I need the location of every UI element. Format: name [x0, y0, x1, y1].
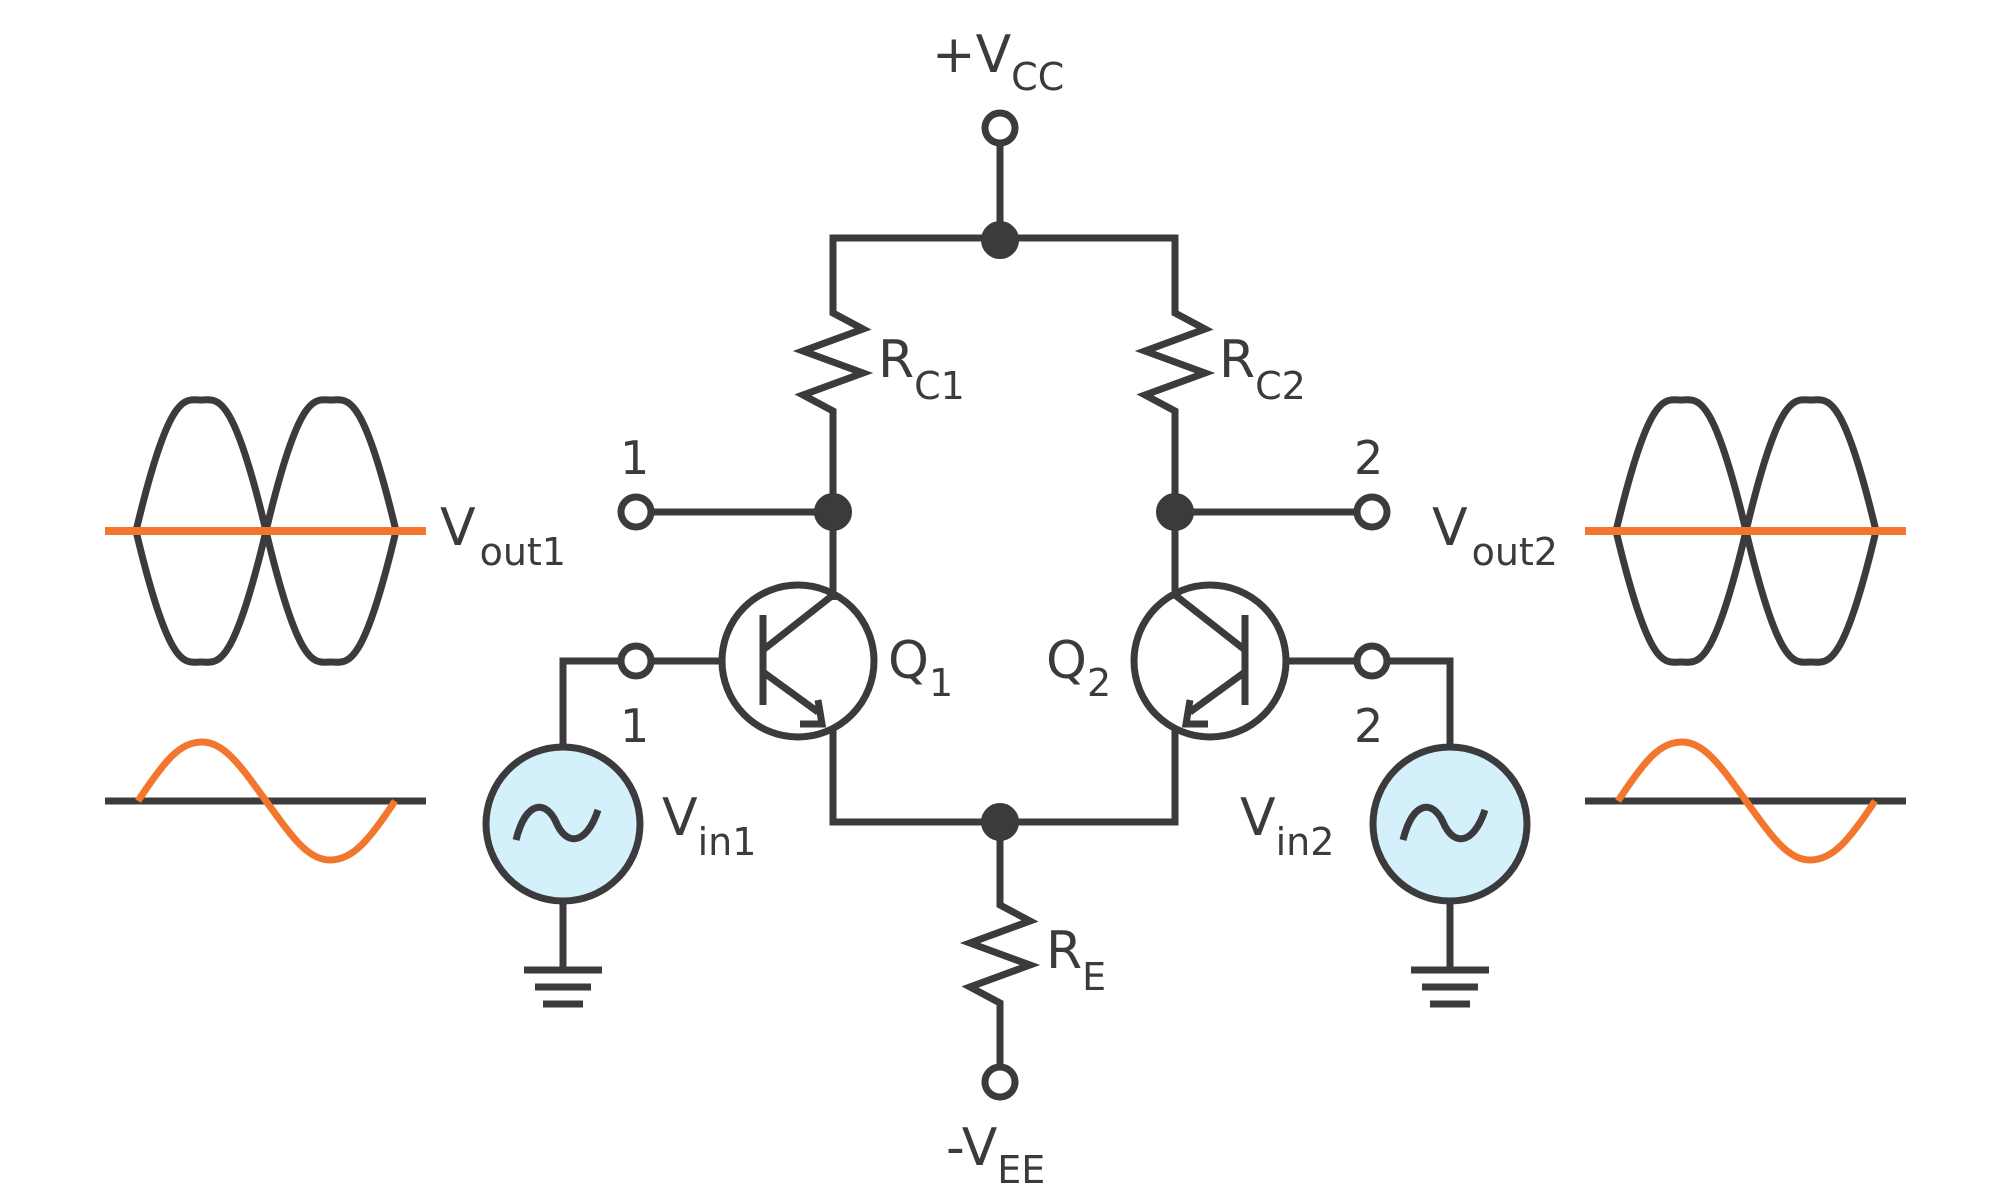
junction-top: [981, 221, 1019, 259]
vin2-waveform: [1585, 738, 1906, 864]
input-terminal-2-label: 2: [1354, 699, 1383, 753]
q1-collector-lead: [760, 592, 836, 653]
resistor-re: [959, 901, 1041, 1010]
output-terminal-1-label: 1: [620, 431, 649, 485]
vin2-label: Vin2: [1240, 788, 1334, 864]
rc2-label: RC2: [1219, 330, 1306, 408]
input-terminal-1: [617, 642, 655, 680]
transistor-q1: [718, 581, 878, 741]
junction-bottom: [981, 803, 1019, 841]
source-vin1: [482, 743, 644, 905]
q2-label: Q2: [1046, 631, 1111, 705]
q2-emitter-lead: [1187, 669, 1248, 715]
q1-emitter-lead: [760, 669, 821, 715]
vee-terminal: [981, 1063, 1019, 1101]
vcc-label: +VCC: [932, 25, 1064, 99]
q2-emitter-arrow: [1181, 699, 1208, 728]
junction-collector-2: [1156, 493, 1194, 531]
input-terminal-2: [1353, 642, 1391, 680]
junction-collector-1: [814, 493, 852, 531]
vin1-source: [482, 743, 644, 905]
output-terminal-2: [1353, 493, 1391, 531]
transistor-q2: [1130, 581, 1290, 741]
re-label: RE: [1046, 921, 1106, 999]
vin1-waveform: [105, 738, 426, 864]
input-terminal-1-label: 1: [620, 699, 649, 753]
ground-icon-right: [1411, 966, 1489, 1008]
vee-label: -VEE: [946, 1118, 1045, 1192]
vin2-source: [1369, 743, 1531, 905]
emitter1-wire: [829, 730, 1000, 826]
ground-icon-left: [524, 966, 602, 1008]
q2-collector-lead: [1172, 592, 1248, 653]
vin2-wire: [1372, 657, 1454, 745]
vin1-ac-icon: [512, 803, 602, 843]
source-vin2: [1369, 743, 1531, 905]
vin1-wire: [559, 657, 636, 745]
q1-body: [718, 581, 878, 741]
vout1-waveform: [105, 396, 426, 666]
emitter2-wire: [1000, 730, 1179, 826]
output-terminal-1: [617, 493, 655, 531]
vcc-terminal: [981, 109, 1019, 147]
wires: [559, 140, 1454, 1070]
q2-body: [1130, 581, 1290, 741]
resistor-rc2: [1134, 309, 1216, 420]
q1-label: Q1: [888, 631, 953, 705]
vin2-ac-icon: [1399, 803, 1489, 843]
resistor-rc1: [792, 309, 874, 420]
q1-emitter-arrow: [800, 699, 827, 728]
vin1-label: Vin1: [662, 788, 756, 864]
rc1-label: RC1: [878, 330, 965, 408]
output-terminal-2-label: 2: [1354, 431, 1383, 485]
vout2-waveform: [1585, 396, 1906, 666]
